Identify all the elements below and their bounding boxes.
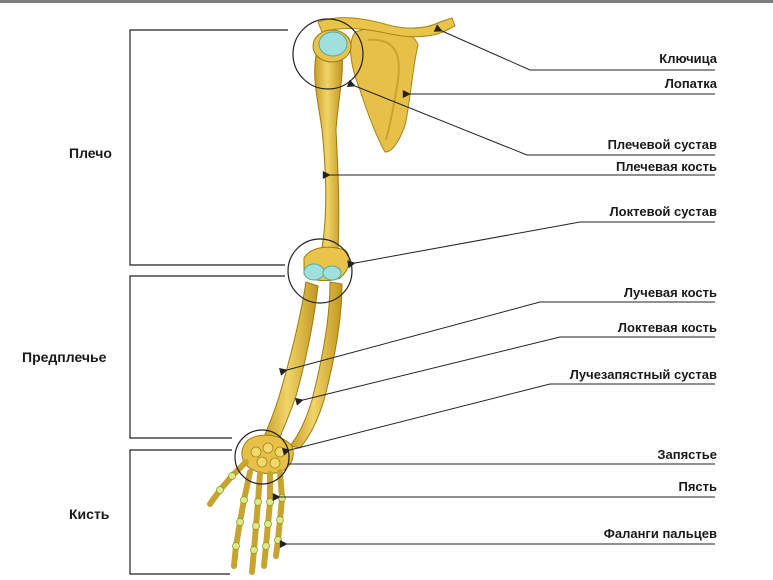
leader-radius xyxy=(279,301,715,376)
label-metacarpus: Пясть xyxy=(678,479,717,494)
label-scapula: Лопатка xyxy=(664,76,717,91)
label-shoulder-joint: Плечевой сустав xyxy=(607,137,717,152)
top-border xyxy=(0,0,773,3)
leader-shoulder-joint xyxy=(346,79,715,156)
leader-elbow-joint xyxy=(347,221,715,269)
bracket-hand xyxy=(129,449,232,575)
label-carpus: Запястье xyxy=(657,447,717,462)
section-label-shoulder: Плечо xyxy=(69,145,112,161)
leader-ulna xyxy=(295,336,715,406)
clavicle-bone xyxy=(317,17,456,38)
label-humerus: Плечевая кость xyxy=(615,159,717,174)
ulna-bone xyxy=(289,281,343,449)
bracket-forearm xyxy=(129,275,285,439)
section-brackets xyxy=(129,29,288,575)
section-label-forearm: Предплечье xyxy=(22,349,107,365)
forearm-bones xyxy=(261,281,343,449)
elbow-joint-circle xyxy=(287,238,353,304)
finger-joints xyxy=(216,472,286,554)
scapula-bone xyxy=(350,26,419,153)
wrist-joint-circle xyxy=(234,429,290,485)
leader-clavicle xyxy=(433,24,715,71)
label-ulna: Локтевая кость xyxy=(617,320,717,335)
label-phalanges: Фаланги пальцев xyxy=(603,526,717,541)
leader-wrist-joint xyxy=(282,383,715,456)
section-label-hand: Кисть xyxy=(69,506,110,522)
humerus-bone xyxy=(303,29,352,282)
shoulder-joint-circle xyxy=(292,18,364,90)
label-elbow-joint: Локтевой сустав xyxy=(609,204,718,219)
leader-lines xyxy=(272,24,715,548)
hand-bones xyxy=(207,434,294,575)
bracket-shoulder xyxy=(129,29,288,266)
carpal-bones xyxy=(241,434,294,475)
label-clavicle: Ключица xyxy=(659,51,717,66)
joint-circles xyxy=(234,18,364,485)
label-wrist-joint: Лучезапястный сустав xyxy=(569,367,717,382)
label-radius: Лучевая кость xyxy=(623,285,717,300)
